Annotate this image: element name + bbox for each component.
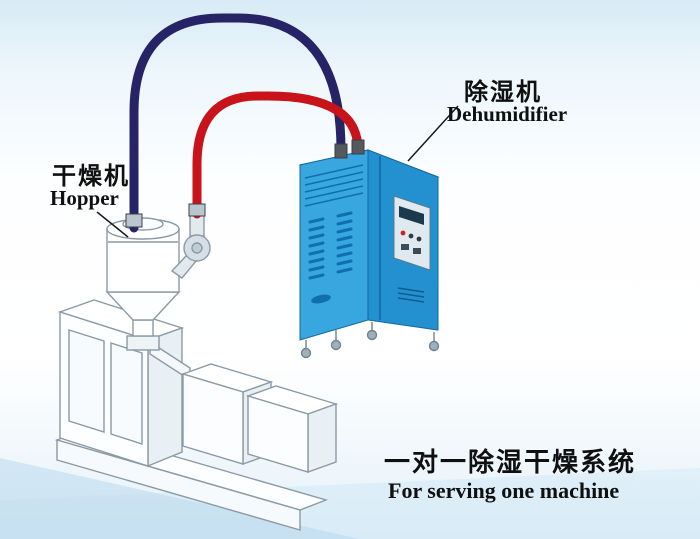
cabinet-port (334, 143, 348, 159)
blower-motor-hub (191, 242, 203, 254)
caster-wheel (366, 329, 378, 341)
louver-slot (336, 219, 353, 226)
louver-slot (336, 211, 353, 218)
vent-line (304, 178, 364, 193)
louver-slot (336, 235, 353, 242)
system-caption-en: For serving one machine (388, 478, 620, 503)
hopper-inlet-cap (125, 213, 143, 228)
side-vent-line (397, 292, 425, 298)
machine-base-front (56, 439, 301, 531)
cabinet-port (351, 139, 365, 155)
vent-line (304, 171, 364, 186)
vent-line (304, 192, 364, 207)
side-vent-line (397, 297, 425, 303)
system-caption-cn: 一对一除湿干燥系统 (384, 447, 637, 477)
panel-button (416, 236, 422, 242)
hopper-label-en: Hopper (50, 186, 119, 210)
pipe-fittings (125, 139, 365, 228)
louver-slot (336, 267, 353, 274)
louver-slot (308, 257, 325, 264)
pipes (129, 13, 363, 233)
caster-wheel (330, 339, 342, 351)
panel-button (408, 233, 414, 239)
dehumidifier-label-cn: 除湿机 (464, 79, 542, 106)
hopper-sight-glass (132, 319, 154, 337)
die-head-front (247, 395, 309, 473)
brand-badge (311, 294, 331, 304)
blower-outlet-cap (188, 203, 206, 217)
vent-grille (304, 164, 364, 207)
dry-air-pipe (192, 91, 363, 219)
hopper-label-cn: 干燥机 (52, 163, 130, 190)
hopper-blower (170, 211, 211, 279)
louver-slot (308, 225, 325, 232)
panel-switch (401, 244, 409, 250)
leader-lines (96, 105, 459, 238)
control-panel (393, 195, 431, 271)
caster-wheel (300, 347, 312, 359)
hopper-leader-line (96, 211, 129, 238)
louver-slots (308, 211, 353, 280)
louver-slot (308, 249, 325, 256)
panel-button (400, 230, 406, 236)
side-vent-line (397, 287, 425, 293)
return-air-pipe (129, 13, 346, 233)
machine-door (68, 329, 105, 433)
dehumidifier-label-en: Dehumidifier (447, 102, 568, 126)
machine-door (110, 342, 143, 445)
louver-slot (308, 217, 325, 224)
louver-slot (308, 273, 325, 280)
louver-slot (308, 241, 325, 248)
hopper-mount (126, 335, 160, 351)
side-vent (397, 287, 425, 303)
casters (300, 322, 440, 359)
louver-slot (308, 265, 325, 272)
louver-slot (336, 251, 353, 258)
die-head-right (307, 403, 337, 473)
vent-line (304, 164, 364, 179)
louver-slot (308, 233, 325, 240)
vent-line (304, 185, 364, 200)
gearbox-front (182, 373, 244, 465)
louver-slot (336, 227, 353, 234)
caster-wheel (428, 340, 440, 352)
control-display (399, 206, 424, 225)
panel-switch (413, 248, 421, 254)
louver-slot (336, 243, 353, 250)
louver-slot (336, 259, 353, 266)
extruder-machine (54, 299, 339, 531)
dehumidifier-leader-line (407, 105, 459, 162)
dehumidifier-cabinet (298, 149, 440, 359)
